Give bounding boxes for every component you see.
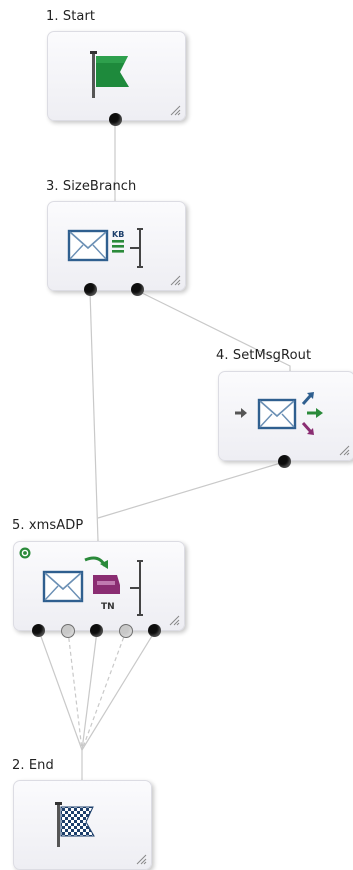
- xmsadp-output-port-1[interactable]: [32, 624, 45, 637]
- edge-xmsadp-port4-to-end: [81, 630, 127, 751]
- setmsgrout-node[interactable]: [218, 371, 353, 461]
- tn-badge: TN: [101, 602, 115, 612]
- sizebranch-output-port-2[interactable]: [131, 283, 144, 296]
- sizebranch-node[interactable]: KB: [47, 201, 186, 291]
- resize-grip-icon[interactable]: [135, 853, 147, 865]
- xmsadp-output-port-2[interactable]: [61, 624, 75, 638]
- edge-xmsadp-port3-to-end: [81, 630, 98, 751]
- envelope-kb-branch-icon: KB: [67, 228, 143, 268]
- envelope-tn-branch-icon: TN: [42, 556, 143, 616]
- sizebranch-node-label: 3. SizeBranch: [46, 179, 137, 194]
- resize-grip-icon[interactable]: [338, 444, 350, 456]
- end-node[interactable]: [13, 780, 152, 870]
- kb-badge: KB: [112, 230, 124, 239]
- resize-grip-icon[interactable]: [169, 104, 181, 116]
- sizebranch-output-port-1[interactable]: [84, 283, 97, 296]
- xmsadp-node-label: 5. xmsADP: [12, 518, 84, 533]
- resize-grip-icon[interactable]: [168, 614, 180, 626]
- start-output-port[interactable]: [109, 113, 122, 126]
- edge-xmsadp-port1-to-end: [38, 630, 83, 751]
- xmsadp-node[interactable]: TN: [13, 541, 185, 631]
- setmsgrout-output-port[interactable]: [278, 455, 291, 468]
- edge-xmsadp-port2-to-end: [67, 630, 83, 751]
- edge-xmsadp-port5-to-end: [81, 630, 156, 751]
- envelope-routing-icon: [235, 392, 323, 435]
- edge-sizebranch-to-xmsadp: [89, 290, 99, 542]
- xmsadp-output-port-4[interactable]: [119, 624, 133, 638]
- setmsgrout-node-label: 4. SetMsgRout: [216, 348, 312, 363]
- edge-sizebranch-to-setmsgrout: [137, 290, 291, 372]
- xmsadp-output-port-3[interactable]: [90, 624, 103, 637]
- resize-grip-icon[interactable]: [169, 274, 181, 286]
- start-node-label: 1. Start: [46, 9, 96, 24]
- xmsadp-output-port-5[interactable]: [148, 624, 161, 637]
- checkered-flag-icon: [55, 802, 95, 847]
- start-node[interactable]: [47, 31, 186, 121]
- end-node-label: 2. End: [12, 758, 54, 773]
- green-flag-icon: [90, 51, 129, 98]
- refresh-icon: [19, 547, 31, 559]
- edge-setmsgrout-to-xmsadp: [97, 461, 285, 519]
